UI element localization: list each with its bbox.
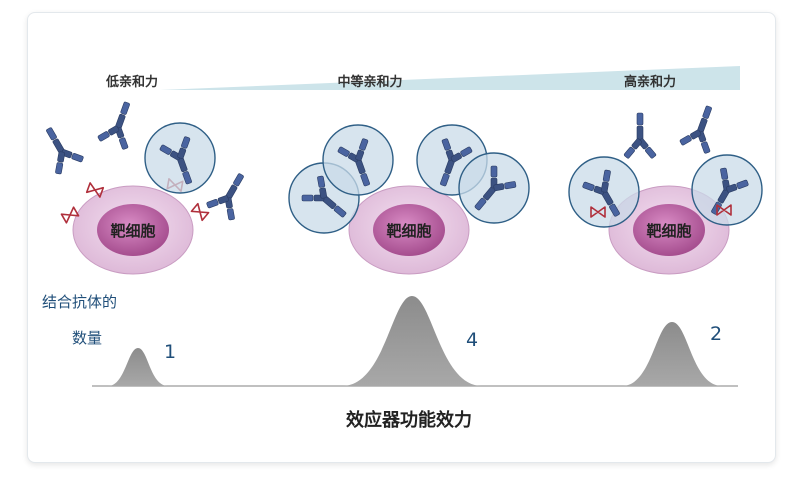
antigen-icon: [85, 182, 105, 198]
antibody-icon: [203, 165, 257, 223]
peak-value-low: 1: [164, 341, 176, 363]
antibody-icon: [95, 96, 144, 152]
peak-medium: [342, 296, 482, 386]
antibody-icon: [33, 119, 87, 177]
peak-low: [108, 348, 168, 386]
peak-high: [622, 322, 722, 386]
y-axis-label-line2: 数量: [72, 329, 102, 347]
target-cell-label: 靶细胞: [646, 222, 691, 240]
target-cell-nucleus: [633, 204, 705, 256]
affinity-gradient-bar: [160, 66, 740, 90]
label-medium-affinity: 中等亲和力: [337, 74, 402, 90]
target-cell-label: 靶细胞: [386, 222, 431, 240]
target-cell-nucleus: [373, 204, 445, 256]
x-axis-label: 效应器功能效力: [346, 409, 472, 431]
panel-high-affinity: 靶细胞: [568, 100, 763, 275]
antigen-icon: [190, 202, 210, 222]
antibody-icon: [623, 112, 657, 160]
target-cell-nucleus: [97, 204, 169, 256]
label-high-affinity: 高亲和力: [624, 74, 676, 90]
y-axis-label-line1: 结合抗体的: [42, 293, 117, 311]
antibody-icon: [677, 100, 726, 156]
peak-value-high: 2: [710, 323, 722, 345]
peak-value-medium: 4: [466, 329, 478, 351]
target-cell-label: 靶细胞: [110, 222, 155, 240]
panel-low-affinity: 靶细胞: [33, 96, 257, 275]
panel-medium-affinity: 靶细胞: [288, 124, 530, 275]
label-low-affinity: 低亲和力: [105, 74, 158, 90]
